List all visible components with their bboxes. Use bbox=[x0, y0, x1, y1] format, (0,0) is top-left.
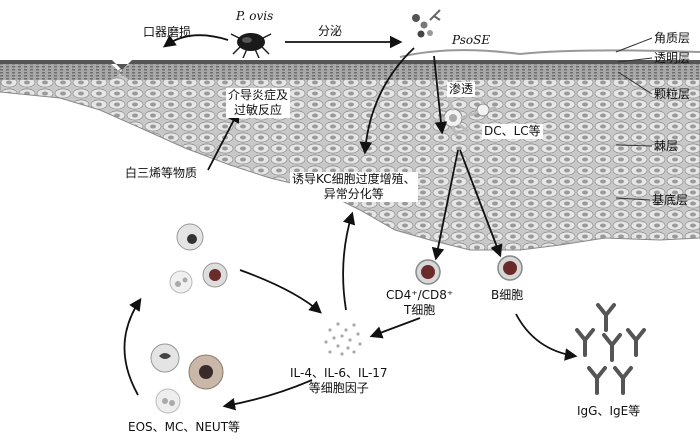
cytokine-dots-icon bbox=[324, 322, 362, 356]
label-layer-spinosum: 棘层 bbox=[654, 139, 679, 153]
arrow-t-to-cytokine bbox=[369, 317, 421, 339]
layer-leader-lines bbox=[615, 37, 653, 201]
label-layer-corneum: 角质层 bbox=[654, 31, 691, 45]
label-mediate-line2: 过敏反应 bbox=[234, 103, 283, 117]
label-kc-line1: 诱导KC细胞过度增殖、 bbox=[292, 172, 416, 186]
arrow-penetration bbox=[433, 55, 448, 135]
label-cytokines-line2: 等细胞因子 bbox=[308, 381, 369, 395]
psose-molecule-icon bbox=[412, 9, 441, 38]
arrow-cytokine-to-granulocyte bbox=[222, 379, 313, 411]
arrow-mouth-damage bbox=[162, 34, 229, 48]
arrow-to-t-cell bbox=[431, 149, 459, 261]
label-mediate: 介导炎症及 过敏反应 bbox=[226, 88, 291, 118]
arrow-cytokine-to-kc bbox=[342, 211, 356, 311]
label-layer-basale: 基底层 bbox=[652, 193, 689, 207]
label-layer-lucidum: 透明层 bbox=[654, 51, 691, 65]
label-mouth-damage: 口器磨损 bbox=[143, 25, 192, 39]
b-cell-icon bbox=[497, 255, 523, 281]
label-psose: PsoSE bbox=[452, 33, 491, 47]
label-t-cell: CD4⁺/CD8⁺ T细胞 bbox=[386, 288, 453, 318]
label-granulocytes: EOS、MC、NEUT等 bbox=[128, 420, 241, 434]
label-t-cell-line1: CD4⁺/CD8⁺ bbox=[386, 288, 454, 302]
label-p-ovis: P. ovis bbox=[236, 9, 274, 23]
arrow-to-b-cell bbox=[459, 149, 503, 258]
granular-layer bbox=[0, 63, 700, 80]
label-antibodies: IgG、IgE等 bbox=[577, 404, 641, 418]
label-mediate-line1: 介导炎症及 bbox=[228, 88, 289, 102]
arrow-leukotriene-to-mediate bbox=[207, 109, 240, 171]
label-t-cell-line2: T细胞 bbox=[403, 303, 436, 317]
label-cytokines: IL-4、IL-6、IL-17 等细胞因子 bbox=[290, 366, 388, 396]
corneum-fibers bbox=[399, 49, 700, 58]
label-dc-lc: DC、LC等 bbox=[482, 124, 543, 139]
arrow-psose-to-kc bbox=[359, 47, 415, 155]
immune-cell-icon bbox=[155, 388, 181, 414]
dendritic-cell-icon bbox=[470, 96, 497, 117]
immune-cell-icon bbox=[202, 262, 228, 288]
immune-cell-icon bbox=[188, 354, 224, 390]
immune-cell-icon bbox=[176, 223, 204, 251]
dendritic-cell-icon bbox=[433, 99, 473, 137]
antibody-icon bbox=[575, 303, 646, 395]
corneum-layer bbox=[0, 60, 700, 70]
flow-arrows bbox=[123, 34, 578, 411]
label-penetration: 渗透 bbox=[447, 82, 476, 97]
label-kc-line2: 异常分化等 bbox=[323, 187, 384, 201]
mite-icon bbox=[230, 33, 272, 59]
label-secretion: 分泌 bbox=[318, 24, 343, 38]
label-b-cell: B细胞 bbox=[491, 288, 524, 302]
arrow-b-to-antibody bbox=[515, 313, 578, 361]
arrow-granulocyte-up bbox=[123, 297, 142, 396]
label-layer-granulosum: 颗粒层 bbox=[654, 87, 691, 101]
t-cell-icon bbox=[415, 259, 441, 285]
label-kc: 诱导KC细胞过度增殖、 异常分化等 bbox=[290, 172, 418, 202]
immune-cell-icon bbox=[169, 270, 193, 294]
immune-cell-icon bbox=[150, 343, 180, 373]
label-leukotriene: 白三烯等物质 bbox=[123, 166, 200, 181]
arrow-cells-to-cytokine bbox=[239, 269, 322, 314]
label-cytokines-line1: IL-4、IL-6、IL-17 bbox=[290, 366, 388, 380]
